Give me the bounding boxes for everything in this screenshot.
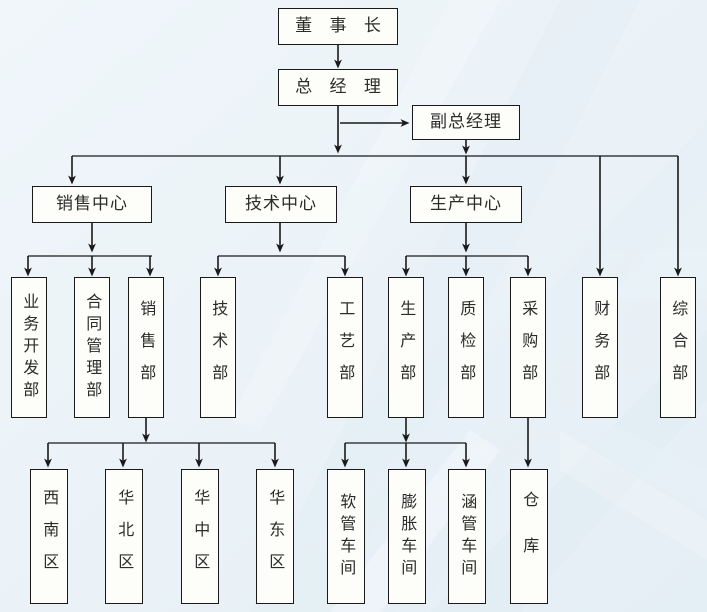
node-sales-dept-label: 销售部 bbox=[137, 299, 157, 396]
node-process-dept[interactable]: 工艺部 bbox=[327, 277, 363, 418]
node-east-region-label: 华东区 bbox=[266, 488, 286, 585]
node-sales-center[interactable]: 销售中心 bbox=[32, 186, 152, 223]
node-sales-dept[interactable]: 销售部 bbox=[128, 277, 164, 418]
node-contract-mgmt-dept[interactable]: 合同管理部 bbox=[74, 277, 110, 418]
node-tech-dept-label: 技术部 bbox=[209, 299, 229, 396]
node-chairman[interactable]: 董 事 长 bbox=[278, 8, 398, 45]
node-southwest-region[interactable]: 西南区 bbox=[30, 469, 68, 604]
node-general-affairs-dept[interactable]: 综合部 bbox=[660, 277, 696, 418]
node-purchasing-dept[interactable]: 采购部 bbox=[510, 277, 546, 418]
node-southwest-region-label: 西南区 bbox=[40, 488, 60, 585]
node-deputy-general-manager[interactable]: 副总经理 bbox=[412, 105, 520, 140]
node-expansion-workshop[interactable]: 膨胀车间 bbox=[388, 469, 426, 604]
node-warehouse[interactable]: 仓库 bbox=[510, 469, 548, 604]
node-expansion-workshop-label: 膨胀车间 bbox=[398, 492, 418, 581]
node-chairman-label: 董 事 长 bbox=[295, 15, 387, 36]
node-culvert-workshop-label: 涵管车间 bbox=[458, 492, 478, 581]
node-central-region[interactable]: 华中区 bbox=[181, 469, 219, 604]
node-business-dev-dept[interactable]: 业务开发部 bbox=[11, 277, 47, 418]
node-deputy-general-manager-label: 副总经理 bbox=[430, 111, 502, 132]
node-central-region-label: 华中区 bbox=[191, 488, 211, 585]
node-general-manager[interactable]: 总 经 理 bbox=[278, 69, 398, 106]
node-culvert-workshop[interactable]: 涵管车间 bbox=[448, 469, 486, 604]
node-process-dept-label: 工艺部 bbox=[336, 299, 356, 396]
node-finance-dept-label: 财务部 bbox=[591, 299, 611, 396]
node-north-region-label: 华北区 bbox=[115, 488, 135, 585]
node-production-center[interactable]: 生产中心 bbox=[410, 186, 522, 223]
node-east-region[interactable]: 华东区 bbox=[256, 469, 294, 604]
node-contract-mgmt-dept-label: 合同管理部 bbox=[83, 292, 103, 403]
node-tech-center-label: 技术中心 bbox=[245, 193, 317, 214]
node-warehouse-label: 仓库 bbox=[520, 490, 540, 583]
node-finance-dept[interactable]: 财务部 bbox=[582, 277, 618, 418]
node-general-affairs-dept-label: 综合部 bbox=[669, 299, 689, 396]
node-tech-center[interactable]: 技术中心 bbox=[225, 186, 337, 223]
node-production-center-label: 生产中心 bbox=[430, 193, 502, 214]
node-production-dept-label: 生产部 bbox=[397, 299, 417, 396]
node-quality-dept-label: 质检部 bbox=[457, 299, 477, 396]
node-hose-workshop-label: 软管车间 bbox=[337, 492, 357, 581]
node-production-dept[interactable]: 生产部 bbox=[388, 277, 424, 418]
node-sales-center-label: 销售中心 bbox=[56, 193, 128, 214]
node-business-dev-dept-label: 业务开发部 bbox=[20, 292, 40, 403]
node-tech-dept[interactable]: 技术部 bbox=[200, 277, 236, 418]
node-hose-workshop[interactable]: 软管车间 bbox=[327, 469, 365, 604]
node-general-manager-label: 总 经 理 bbox=[295, 76, 387, 97]
node-north-region[interactable]: 华北区 bbox=[105, 469, 143, 604]
node-quality-dept[interactable]: 质检部 bbox=[448, 277, 484, 418]
node-purchasing-dept-label: 采购部 bbox=[519, 299, 539, 396]
